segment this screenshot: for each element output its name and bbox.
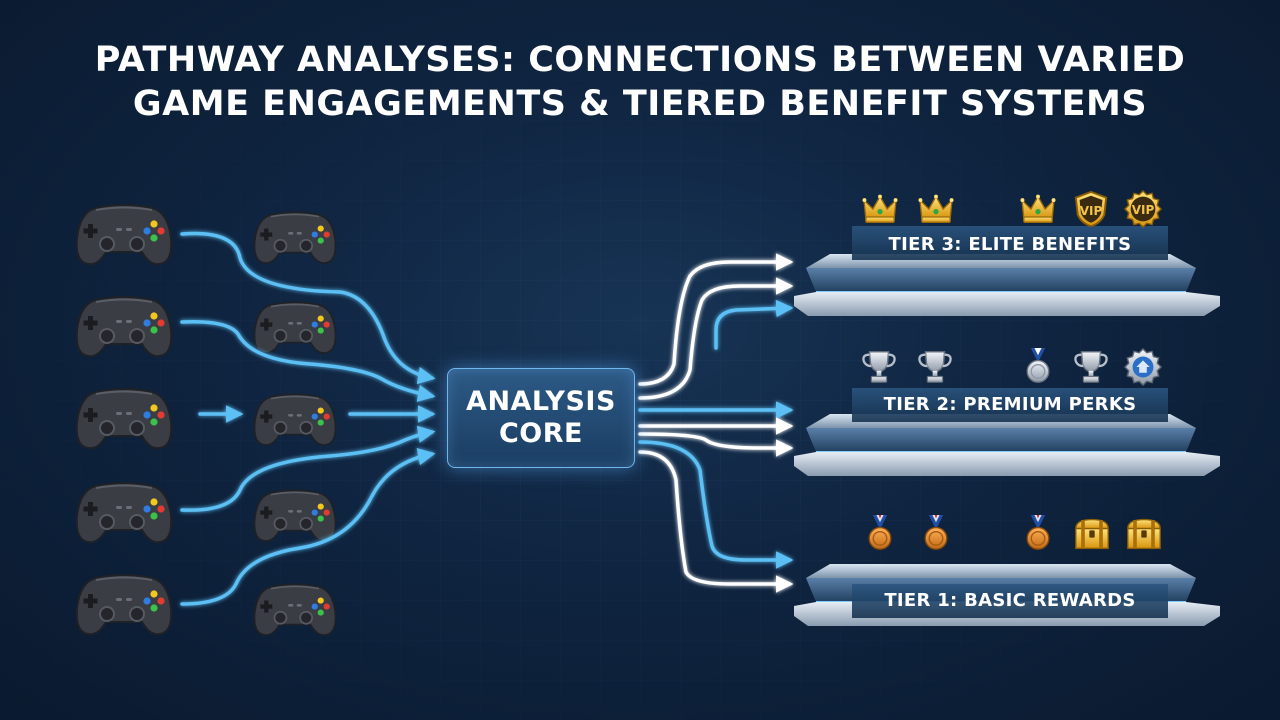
- tier-3-platform: [794, 226, 1220, 316]
- tier-3-icons: VIP VIP: [862, 190, 1162, 228]
- core-label-line-2: CORE: [498, 418, 583, 449]
- flow-line: [180, 231, 436, 385]
- flow-line: [638, 277, 794, 400]
- flow-line: [180, 425, 436, 512]
- vip-badge-icon: VIP: [1124, 190, 1162, 228]
- flow-line: [638, 450, 794, 593]
- output-flows: [638, 253, 794, 593]
- platform-base: [794, 452, 1220, 476]
- flow-line: [180, 320, 436, 403]
- flow-line: [180, 448, 436, 606]
- platform-face: [806, 268, 1196, 292]
- tier-label-band: [852, 226, 1168, 260]
- flow-line: [714, 299, 794, 350]
- flow-line: [638, 253, 794, 386]
- platform-face: [806, 428, 1196, 452]
- vip-badge-icon: VIP: [1074, 190, 1108, 228]
- tier-3-label: TIER 3: ELITE BENEFITS: [888, 234, 1132, 255]
- tier-2-label: TIER 2: PREMIUM PERKS: [883, 394, 1137, 415]
- tier-1-platform: [794, 564, 1220, 626]
- tier-label-band: [852, 388, 1168, 422]
- platform-top: [806, 564, 1196, 578]
- tier-1-label: TIER 1: BASIC REWARDS: [884, 590, 1136, 611]
- tier-label-band: [852, 584, 1168, 618]
- treasure-chest-icon: [1075, 518, 1109, 550]
- vip-badge-text: VIP: [1080, 204, 1103, 218]
- title-line-2: GAME ENGAGEMENTS & TIERED BENEFIT SYSTEM…: [132, 84, 1148, 124]
- analysis-core-box: ANALYSIS CORE: [447, 368, 635, 468]
- flow-line: [638, 432, 794, 457]
- vip-badge-text: VIP: [1132, 203, 1155, 217]
- treasure-chest-icon: [1127, 518, 1161, 550]
- tier-2-platform: [794, 388, 1220, 476]
- core-label-line-1: ANALYSIS: [466, 386, 616, 417]
- input-flows: [180, 231, 436, 606]
- flow-line: [638, 440, 794, 569]
- platform-base: [794, 292, 1220, 316]
- title-line-1: PATHWAY ANALYSES: CONNECTIONS BETWEEN VA…: [94, 40, 1186, 80]
